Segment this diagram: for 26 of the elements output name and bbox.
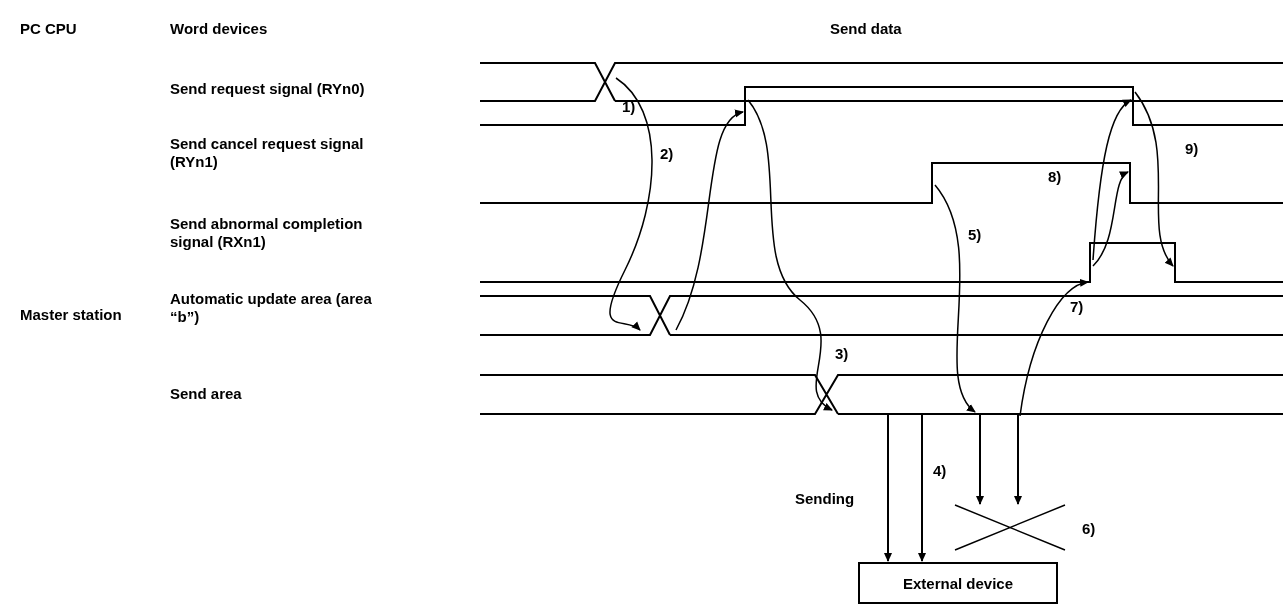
step-number: 1) — [622, 98, 636, 116]
step-number: 6) — [1082, 520, 1096, 538]
signal-label: Send abnormal completion signal (RXn1) — [170, 215, 364, 251]
step-number: 5) — [968, 226, 982, 244]
group-label: PC CPU — [20, 20, 77, 38]
arrow — [976, 414, 984, 505]
step-number: 7) — [1070, 298, 1084, 316]
step-number: 8) — [1048, 168, 1062, 186]
data-label: Send data — [830, 20, 902, 38]
blocked-mark — [954, 504, 1066, 551]
signal-label: Automatic update area (area “b”) — [170, 290, 373, 326]
device-box: External device — [858, 562, 1058, 604]
arrow — [1014, 414, 1022, 505]
step-number: 4) — [933, 462, 947, 480]
arrow — [884, 414, 892, 562]
step-number: 2) — [660, 145, 674, 163]
step-number: 3) — [835, 345, 849, 363]
signal-label: Send cancel request signal (RYn1) — [170, 135, 365, 171]
sending-label: Sending — [795, 490, 855, 508]
timing-waveform — [479, 374, 1283, 415]
signal-label: Send area — [170, 385, 242, 403]
step-number: 9) — [1185, 140, 1199, 158]
signal-label: Word devices — [170, 20, 268, 38]
arrow — [918, 414, 926, 562]
group-label: Master station — [20, 306, 122, 324]
signal-label: Send request signal (RYn0) — [170, 80, 365, 98]
